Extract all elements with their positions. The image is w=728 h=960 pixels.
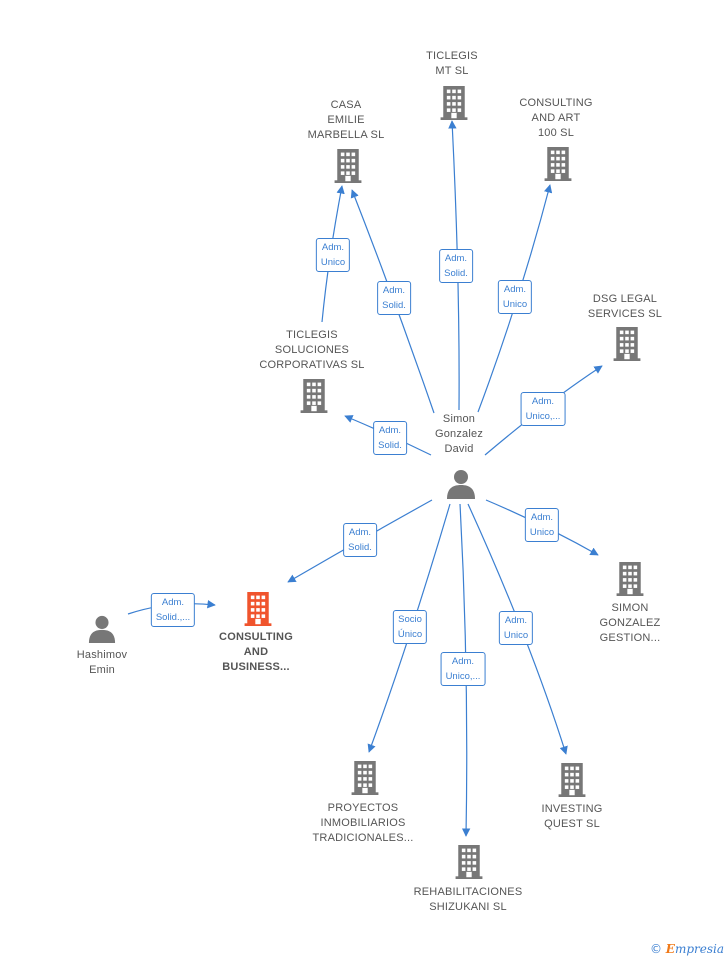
node-label-investing[interactable]: INVESTING QUEST SL [541,803,603,830]
edge-label-simon-casa[interactable]: Adm. Solid. [377,281,411,315]
node-label-hashimov[interactable]: Hashimov Emin [76,649,128,676]
building-icon[interactable] [455,845,483,879]
building-icon[interactable] [616,562,644,596]
node-label-consulting-business[interactable]: CONSULTING AND BUSINESS... [219,631,293,673]
node-label-consulting-art[interactable]: CONSULTING AND ART 100 SL [519,97,593,139]
edge-label-simon-consulting-business[interactable]: Adm. Solid. [343,523,377,557]
edge-label-simon-investing[interactable]: Adm. Unico [498,611,534,645]
edge-label-simon-rehabilitaciones[interactable]: Adm. Unico,... [440,652,486,686]
node-label-simon[interactable]: Simon Gonzalez David [434,413,484,455]
edge-label-simon-ticlegis-mt[interactable]: Adm. Solid. [439,249,473,283]
building-icon[interactable] [544,147,572,181]
node-label-ticlegis-mt[interactable]: TICLEGIS MT SL [426,50,478,77]
building-icon[interactable] [244,592,272,626]
building-icon[interactable] [440,86,468,120]
edge-label-casa-soluciones[interactable]: Adm. Unico [315,238,351,272]
node-label-dsg-legal[interactable]: DSG LEGAL SERVICES SL [587,293,663,320]
person-icon[interactable] [446,469,476,499]
brand-name: mpresia [674,942,724,956]
copyright-icon: © [649,942,662,956]
edge-label-simon-dsg[interactable]: Adm. Unico,... [520,392,566,426]
node-label-ticlegis-soluciones[interactable]: TICLEGIS SOLUCIONES CORPORATIVAS SL [259,329,365,371]
building-icon[interactable] [558,763,586,797]
node-label-casa-emilie[interactable]: CASA EMILIE MARBELLA SL [307,99,385,141]
edge-label-simon-proyectos[interactable]: Socio Único [392,610,428,644]
building-icon[interactable] [300,379,328,413]
building-icon[interactable] [351,761,379,795]
node-label-rehabilitaciones[interactable]: REHABILITACIONES SHIZUKANI SL [413,886,523,913]
node-label-simon-gestion[interactable]: SIMON GONZALEZ GESTION... [599,602,661,644]
node-label-proyectos[interactable]: PROYECTOS INMOBILIARIOS TRADICIONALES... [312,802,414,844]
empresia-logo: © Empresia [650,942,724,956]
building-icon[interactable] [613,327,641,361]
edge-label-hashimov-business[interactable]: Adm. Solid.,... [150,593,196,627]
edge-label-simon-consulting-art[interactable]: Adm. Unico [497,280,533,314]
person-icon[interactable] [88,615,116,643]
edge-label-simon-soluciones[interactable]: Adm. Solid. [373,421,407,455]
edge-label-simon-gestion[interactable]: Adm. Unico [524,508,560,542]
building-icon[interactable] [334,149,362,183]
brand-initial: E [665,942,675,956]
